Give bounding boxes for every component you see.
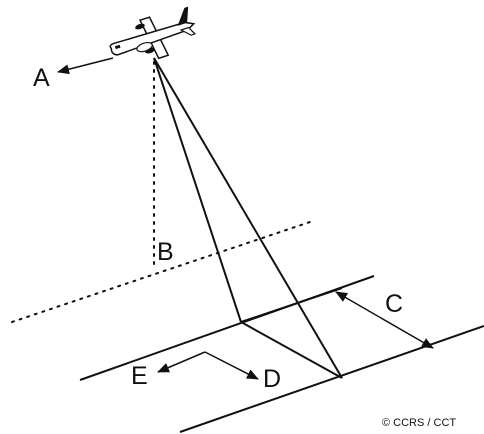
footprint-bottom-edge [240,321,343,379]
beam-far-line [153,57,343,379]
footprint-top-edge [240,287,343,323]
label-a: A [33,64,50,92]
azimuth-direction-arrow [204,351,259,380]
beam-near-line [153,57,242,323]
label-c: C [385,290,403,318]
airplane-icon [109,6,197,60]
swath-width-arrow [335,291,434,349]
flight-direction-arrow [57,57,114,75]
ground-track-line [11,221,311,323]
label-e: E [131,362,148,390]
label-d: D [263,365,281,393]
label-b: B [157,238,174,266]
range-direction-arrow [157,351,206,373]
copyright-credit: © CCRS / CCT [382,417,456,429]
